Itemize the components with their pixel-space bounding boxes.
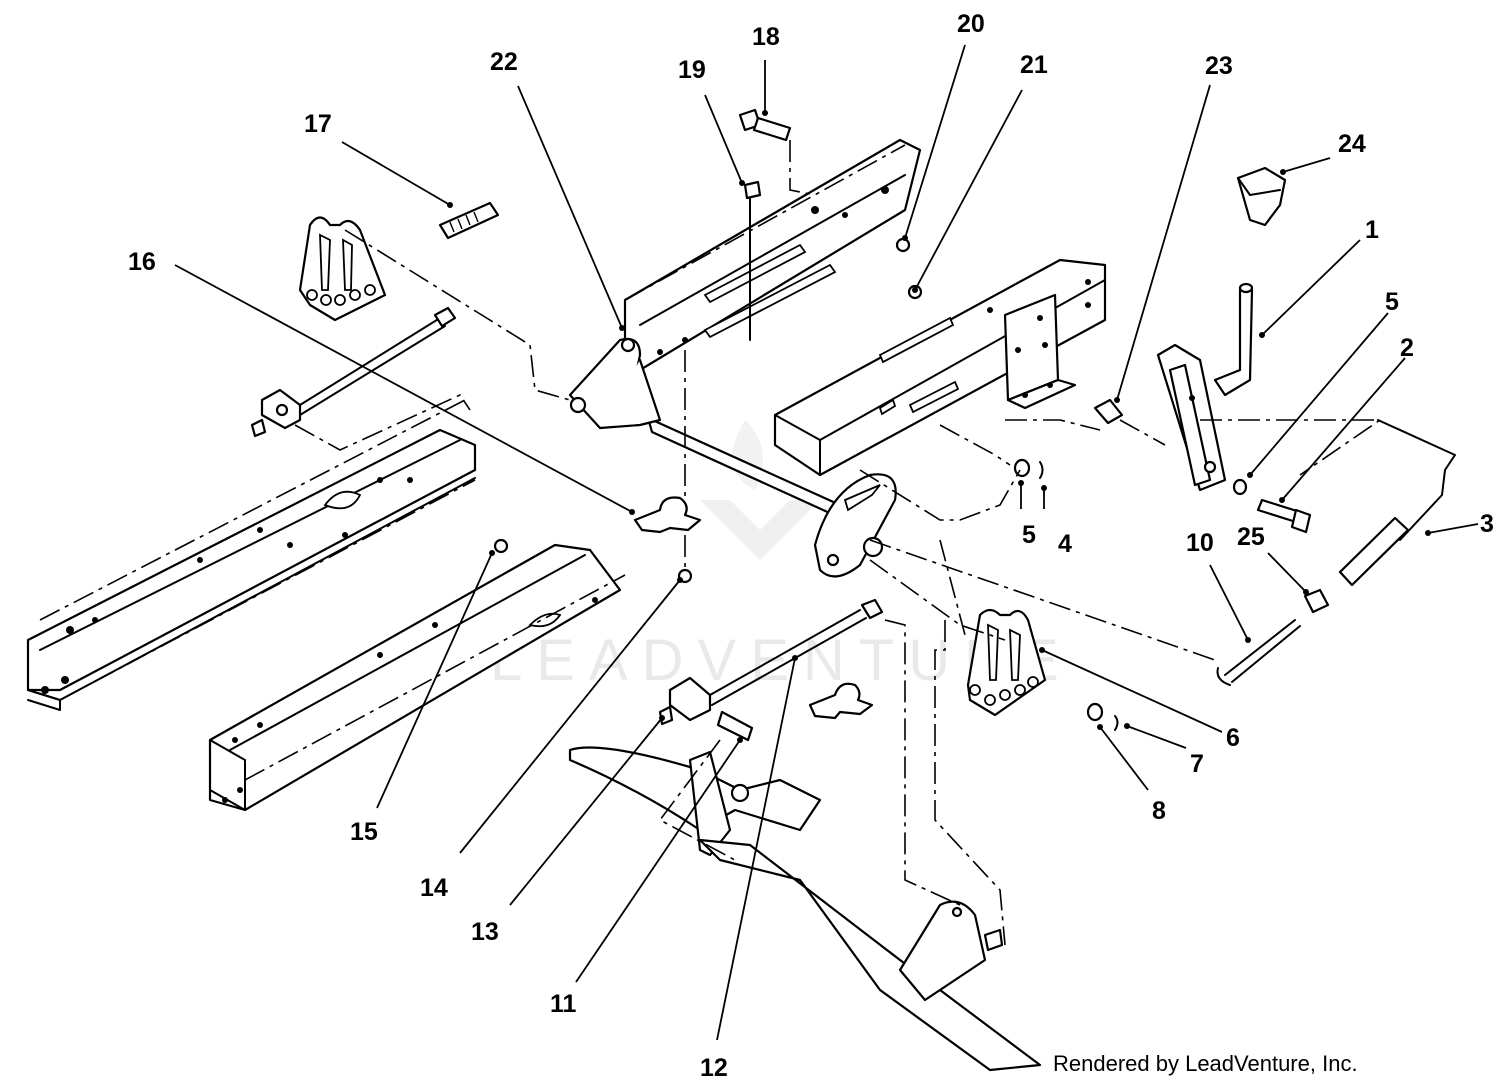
lever-knob [1236, 166, 1287, 227]
nut-20 [895, 237, 911, 253]
callout-11: 11 [550, 990, 577, 1018]
cross-shaft-assembly [568, 337, 897, 578]
callout-7: 7 [1190, 750, 1204, 778]
callout-17: 17 [304, 110, 332, 138]
left-frame-rail [26, 399, 477, 711]
reference-lines [294, 140, 1383, 946]
leadventure-watermark: LEADVENTURE [490, 420, 1073, 693]
pin-7 [1114, 715, 1119, 731]
callout-24: 24 [1338, 130, 1366, 158]
lower-rod-trunnion [658, 598, 884, 742]
washer-8 [1086, 702, 1104, 722]
nut-15 [493, 538, 509, 554]
callout-labels: 1 2 3 4 5 5 6 7 8 10 11 12 13 14 15 16 1… [128, 10, 1494, 1082]
callout-20: 20 [957, 10, 985, 38]
callout-3: 3 [1480, 510, 1494, 538]
watermark-text: LEADVENTURE [490, 628, 1073, 693]
callout-5b: 5 [1385, 288, 1399, 316]
callout-22: 22 [490, 48, 518, 76]
lift-lever [1156, 282, 1254, 492]
callout-4: 4 [1058, 530, 1072, 558]
saddle-clamp-upper [633, 496, 702, 534]
callout-10: 10 [1186, 529, 1214, 557]
callout-12: 12 [700, 1054, 728, 1082]
lever-bolt [1232, 478, 1312, 534]
callout-8: 8 [1152, 797, 1166, 825]
upper-rear-rail [623, 138, 922, 372]
callout-5a: 5 [1022, 521, 1036, 549]
deck-lift-arm [568, 746, 1042, 1072]
leader-lines [174, 44, 1479, 1041]
adjust-rod [1303, 419, 1456, 614]
callout-1: 1 [1365, 216, 1379, 244]
callout-15: 15 [350, 818, 378, 846]
top-bolt [738, 108, 792, 142]
callout-18: 18 [752, 23, 780, 51]
lift-rod [1216, 619, 1301, 686]
lower-inner-rail [208, 543, 626, 812]
callout-6: 6 [1226, 724, 1240, 752]
callout-16: 16 [128, 248, 156, 276]
saddle-clamp-lower [808, 682, 874, 720]
callout-19: 19 [678, 56, 706, 84]
callout-21: 21 [1020, 51, 1048, 79]
pin-4 [1039, 461, 1044, 479]
callout-23: 23 [1205, 52, 1233, 80]
height-plate-left [298, 216, 387, 322]
callout-14: 14 [420, 874, 448, 902]
spacer-sleeve [1093, 398, 1124, 425]
angle-bracket [1003, 293, 1077, 410]
callout-2: 2 [1400, 334, 1414, 362]
render-credit: Rendered by LeadVenture, Inc. [1053, 1051, 1358, 1076]
callout-13: 13 [471, 918, 499, 946]
short-bolt [743, 180, 762, 341]
left-rod-trunnion [250, 306, 457, 438]
spring [438, 201, 500, 240]
height-plate-right [966, 608, 1047, 717]
callout-25: 25 [1237, 523, 1265, 551]
